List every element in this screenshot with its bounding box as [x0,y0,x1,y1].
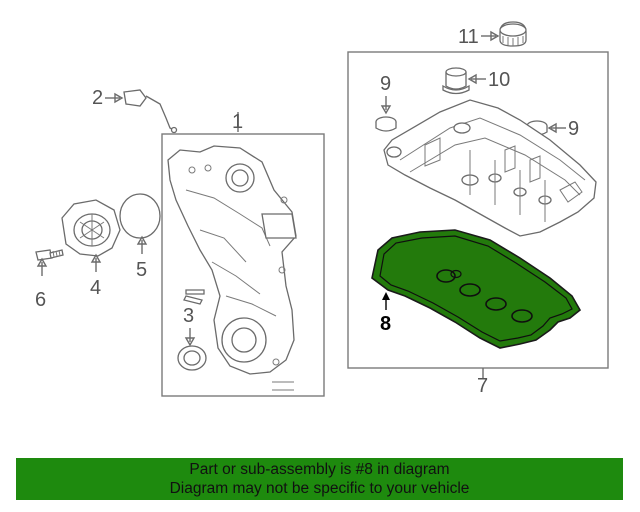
valve-cover[interactable] [383,99,597,237]
callout-1: 1 [232,111,243,133]
part-11-oil-filler-cap[interactable] [499,21,527,47]
part-2-sensor[interactable] [123,89,178,134]
assembly-box-7 [347,51,609,369]
callout-6: 6 [35,289,46,311]
banner-line-2: Diagram may not be specific to your vehi… [169,480,470,497]
part-3-oil-seal[interactable] [177,345,207,371]
part-4-water-pump[interactable] [61,199,121,257]
callout-4: 4 [90,277,101,299]
part-1-timing-cover[interactable] [167,145,297,391]
callout-10: 10 [488,69,510,91]
part-6-bolt[interactable] [35,249,64,261]
part-8-valve-cover-gasket[interactable] [371,229,582,349]
part-10-cap[interactable] [442,67,470,95]
assembly-box-1 [161,133,325,397]
callout-9-right: 9 [568,118,579,140]
callout-8: 8 [380,313,391,335]
part-5-gasket-ring[interactable] [119,193,161,239]
parts-diagram: 11 10 9 9 [35,21,609,397]
banner-line-1: Part or sub-assembly is #8 in diagram [189,461,450,478]
callout-7: 7 [477,375,488,397]
part-9-seal-left[interactable] [375,116,397,132]
callout-11: 11 [458,26,479,48]
callout-2: 2 [92,87,103,109]
callout-3: 3 [183,305,194,327]
info-banner: Part or sub-assembly is #8 in diagram Di… [16,458,623,500]
callout-5: 5 [136,259,147,281]
callout-9-left: 9 [380,73,391,95]
